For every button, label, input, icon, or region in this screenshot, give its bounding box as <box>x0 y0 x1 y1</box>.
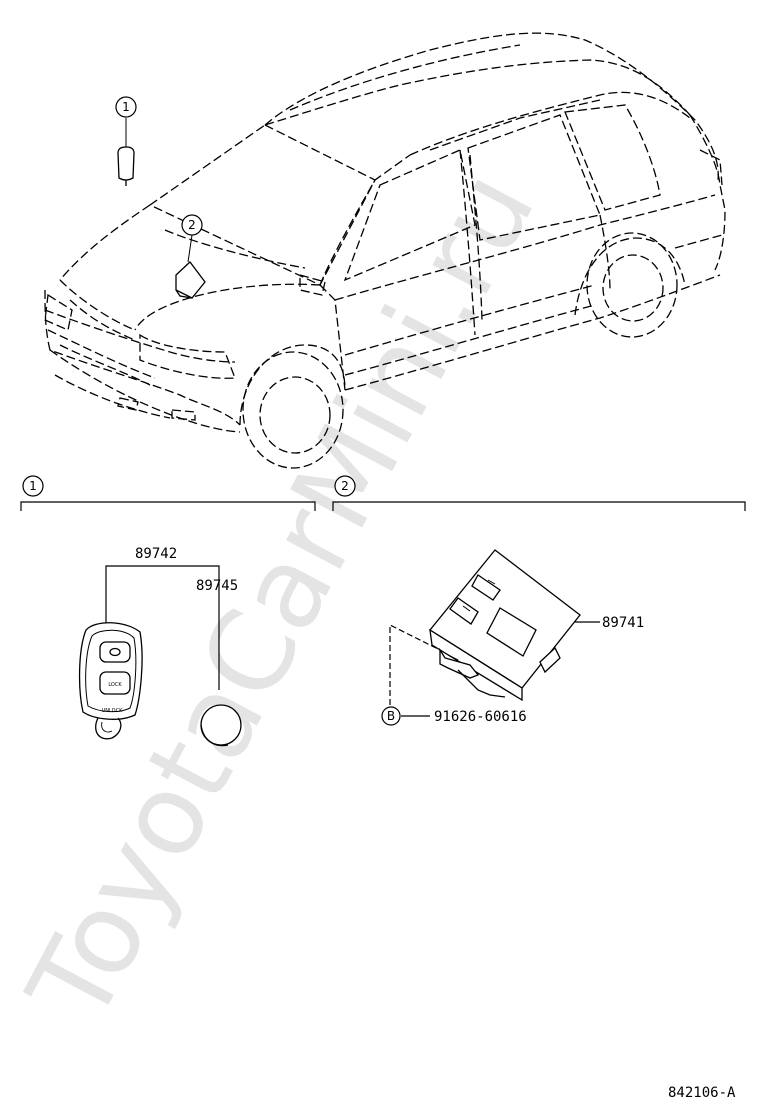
section-2-header: 2 <box>332 475 746 511</box>
vehicle-part-key-icon <box>117 118 135 186</box>
lock-button-label: LOCK <box>108 682 122 688</box>
part-number-transmitter: 89742 <box>135 546 177 562</box>
leader-lines-section-1 <box>105 565 220 690</box>
section-1-header: 1 <box>20 475 316 511</box>
vehicle-part-receiver-icon <box>175 234 206 299</box>
part-number-battery: 89745 <box>196 578 238 594</box>
svg-text:1: 1 <box>122 100 130 114</box>
svg-text:1: 1 <box>29 479 37 493</box>
part-number-receiver: 89741 <box>602 615 644 631</box>
callout-1-vehicle: 1 <box>115 96 137 118</box>
battery-coin-cell <box>200 704 242 747</box>
svg-text:2: 2 <box>341 479 349 493</box>
svg-text:B: B <box>387 709 395 723</box>
svg-text:2: 2 <box>188 218 196 232</box>
figure-id: 842106-A <box>668 1085 736 1101</box>
part-number-bolt: 91626-60616 <box>434 709 527 725</box>
receiver-module <box>429 549 581 702</box>
transmitter-key-fob: LOCK UNLOCK <box>78 622 143 740</box>
vehicle-outline <box>44 32 726 469</box>
callout-bolt-b: B <box>381 706 401 726</box>
callout-2-vehicle: 2 <box>181 214 203 236</box>
leader-bolt <box>389 624 441 717</box>
unlock-button-label: UNLOCK <box>102 708 123 714</box>
